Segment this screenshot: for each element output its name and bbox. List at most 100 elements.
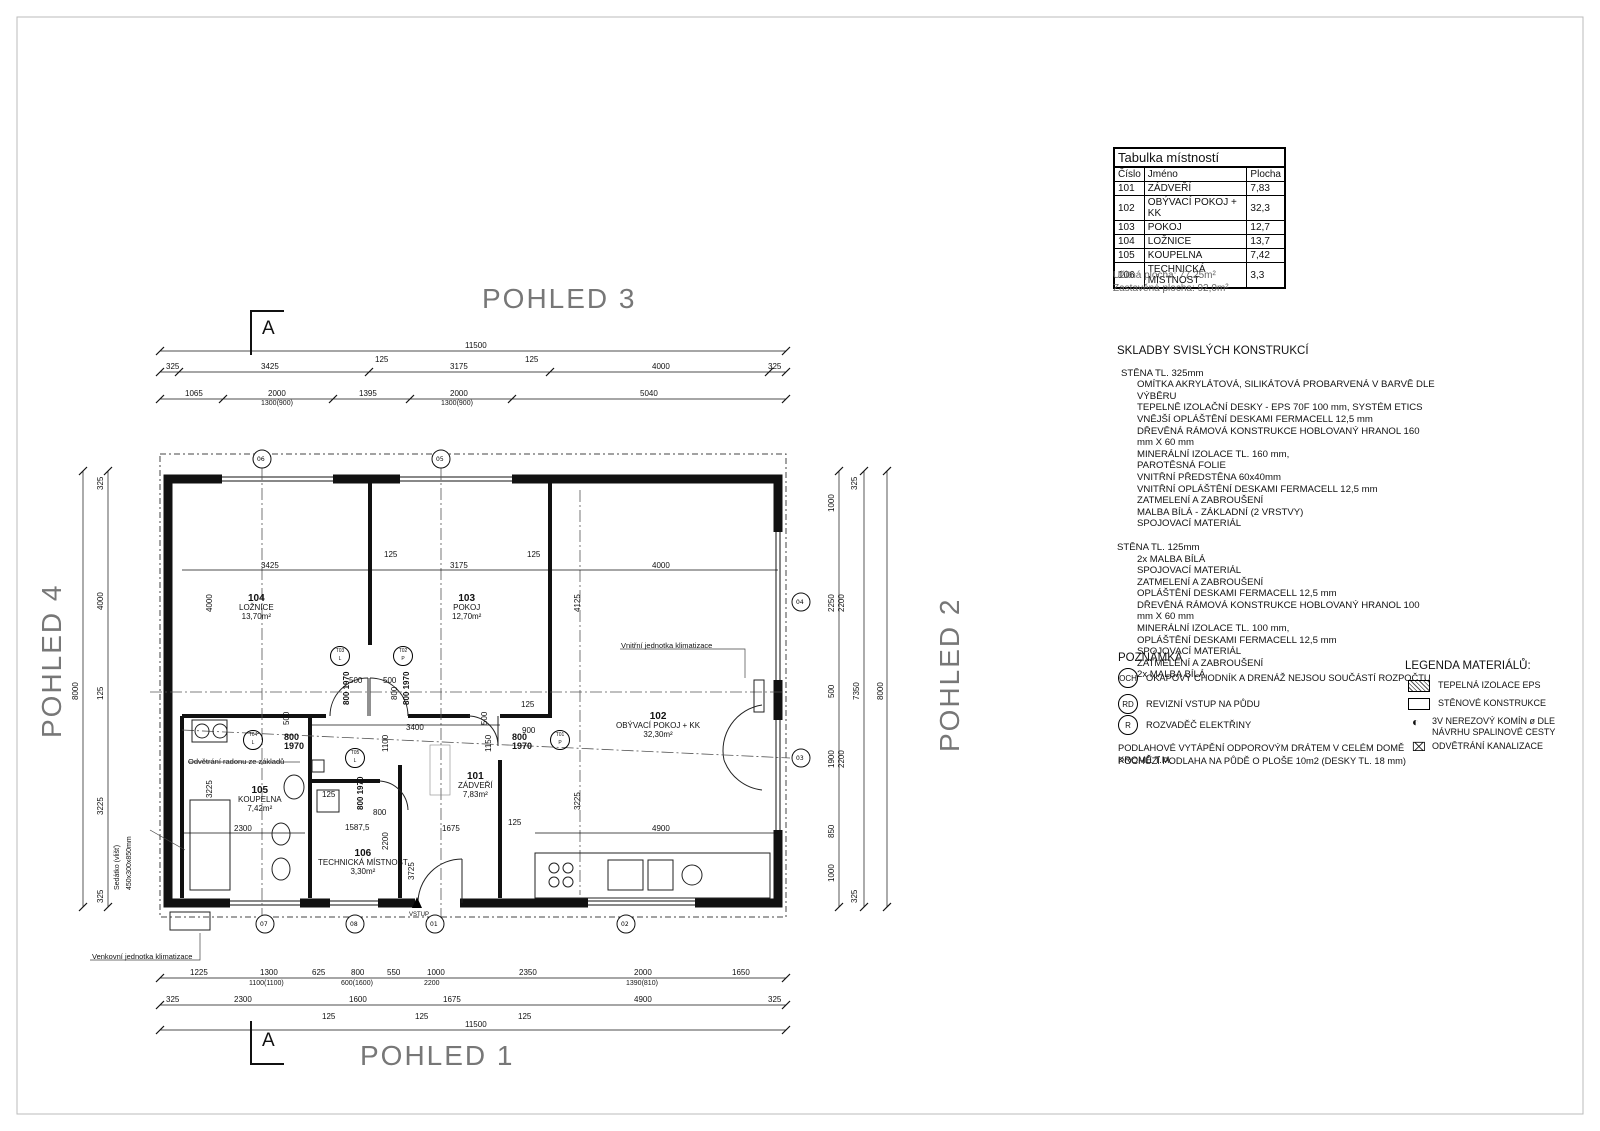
svg-text:08: 08 xyxy=(350,921,358,928)
sheet-border xyxy=(16,16,1584,1115)
dim-right-2: 2250 xyxy=(827,594,836,612)
room-table: Tabulka místností Číslo Jméno Plocha 101… xyxy=(1113,147,1286,289)
wall2-title: STĚNA TL. 125mm xyxy=(1117,541,1200,553)
dim-bot-r1-2: 625 xyxy=(312,968,326,977)
interior-walls xyxy=(180,483,552,898)
dim-bot-r2-8: 325 xyxy=(768,995,782,1004)
dim-inner-10: 1587,5 xyxy=(345,823,370,832)
window-openings xyxy=(222,473,784,909)
dim-inner-9: 1675 xyxy=(442,824,460,833)
dimension-ticks xyxy=(78,346,892,1035)
dim-inner-16: 3725 xyxy=(407,862,416,880)
svg-text:02: 02 xyxy=(621,921,629,928)
door-swings xyxy=(329,677,763,904)
dim-inner-13: 125 xyxy=(521,700,535,709)
annotation-ac-outer: Venkovní jednotka klimatizace xyxy=(92,952,193,961)
entrance-arrow xyxy=(412,897,422,908)
dim-bot-r2-5: 1675 xyxy=(443,995,461,1004)
room-table-header: Číslo Jméno Plocha xyxy=(1113,166,1286,182)
legend-item-eps: TEPELNÁ IZOLACE EPS xyxy=(1408,680,1541,692)
svg-text:06: 06 xyxy=(257,456,265,463)
dim-inner-19: 1100 xyxy=(381,734,390,752)
door-dim-103: 800 1970 xyxy=(402,671,411,705)
vent-icon: ⌧ xyxy=(1412,740,1426,754)
wall2-layers: 2x MALBA BÍLÁ SPOJOVACÍ MATERIÁL ZATMELE… xyxy=(1137,553,1420,681)
wall-swatch xyxy=(1408,698,1430,710)
dim-bot-r1-1: 1300 xyxy=(260,968,278,977)
window-glass xyxy=(222,476,781,906)
dim-top-r2-2: 1395 xyxy=(359,389,377,398)
dim-inner-1: 3175 xyxy=(450,561,468,570)
legend-item-vent: ⌧ODVĚTRÁNÍ KANALIZACE xyxy=(1412,740,1544,754)
dim-right-1: 1000 xyxy=(827,494,836,512)
legend-item-chimney: ◐3V NEREZOVÝ KOMÍN ø DLE NÁVRHU SPALINOV… xyxy=(1412,715,1556,737)
wall-compositions: SKLADBY SVISLÝCH KONSTRUKCÍ STĚNA TL. 32… xyxy=(1117,345,1437,681)
room-table-title: Tabulka místností xyxy=(1113,147,1286,166)
section-cut-marks xyxy=(250,310,284,1065)
dim-inner-14: 125 xyxy=(322,790,336,799)
compositions-title: SKLADBY SVISLÝCH KONSTRUKCÍ xyxy=(1117,345,1309,357)
dim-top-r1-5: 4000 xyxy=(652,362,670,371)
annotation-radon: Odvětrání radonu ze základů xyxy=(188,757,285,766)
built-area: Zastavěná plocha: 92,0m² xyxy=(1113,283,1229,294)
th-number: Číslo xyxy=(1113,166,1145,182)
dim-bot-r1-6: 2350 xyxy=(519,968,537,977)
dim-inner-15: 125 xyxy=(508,818,522,827)
section-mark-bottom: A xyxy=(262,1030,275,1051)
dim-right-0: 325 xyxy=(850,476,859,490)
note-title: POZNÁMKA xyxy=(1118,652,1183,664)
dim-bot-r1-sub-0: 1100(1100) xyxy=(249,980,284,987)
dim-inner-4: 4125 xyxy=(573,594,582,612)
dim-bot-r1-sub-1: 600(1600) xyxy=(341,980,373,987)
kitchen-counter xyxy=(534,679,771,899)
annotation-seat: Sedátko (vlišť) xyxy=(114,844,121,890)
outer-perimeter xyxy=(159,453,787,918)
note-line-2: POCHŮZÍ PODLAHA NA PŮDĚ O PLOŠE 10m2 (DE… xyxy=(1118,756,1406,766)
dim-inner-17: 2200 xyxy=(381,832,390,850)
dim-right-5: 850 xyxy=(827,824,836,838)
th-name: Jméno xyxy=(1143,166,1248,182)
view-label-top: POHLED 3 xyxy=(482,283,637,314)
dim-right-b-0: 2200 xyxy=(837,594,846,612)
wall1-title: STĚNA TL. 325mm xyxy=(1121,367,1204,379)
axis-lines xyxy=(150,468,791,930)
svg-text:03: 03 xyxy=(796,755,804,762)
dim-inner-5: 3225 xyxy=(573,792,582,810)
wall1-layers: OMÍTKA AKRYLÁTOVÁ, SILIKÁTOVÁ PROBARVENÁ… xyxy=(1137,379,1435,530)
dim-inner-12: 125 xyxy=(527,550,541,559)
dim-right-4: 1900 xyxy=(827,750,836,768)
dim-inner-11: 125 xyxy=(384,550,398,559)
dim-top-r1-2: 125 xyxy=(375,355,389,364)
dim-inner-3: 4000 xyxy=(205,594,214,612)
dim-inner-0: 3425 xyxy=(261,561,279,570)
svg-text:05: 05 xyxy=(436,456,444,463)
dim-top-r2-sub-1: 1300(900) xyxy=(441,400,473,407)
view-label-bottom: POHLED 1 xyxy=(360,1040,515,1071)
dim-right-3: 500 xyxy=(827,684,836,698)
svg-text:04: 04 xyxy=(796,599,804,606)
door-dim-c: 500 xyxy=(282,711,291,725)
door-dim-d: 800 xyxy=(390,686,399,700)
dim-top-r1-0: 325 xyxy=(166,362,180,371)
dim-inner-21: 900 xyxy=(522,726,536,735)
svg-text:07: 07 xyxy=(260,921,268,928)
dim-top-r2-4: 5040 xyxy=(640,389,658,398)
dim-top-r2-3: 2000 xyxy=(450,389,468,398)
exterior-walls xyxy=(163,474,783,908)
dim-inner-8: 3400 xyxy=(406,723,424,732)
